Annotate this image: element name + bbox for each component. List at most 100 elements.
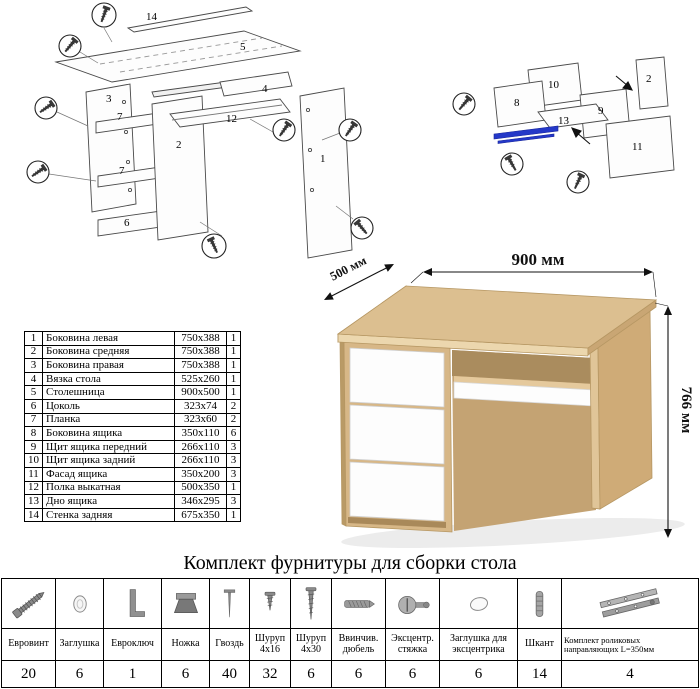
part-8-drawer-side (493, 80, 547, 128)
part-size: 750x388 (174, 331, 227, 346)
part-label: 12 (226, 113, 237, 125)
hardware-col: Заглушка для эксцентрика 6 (440, 579, 518, 687)
hex-key-icon (104, 579, 161, 629)
part-qty: 1 (226, 358, 241, 373)
wood-dowel-icon (518, 579, 561, 629)
hardware-col: Гвоздь 40 (210, 579, 250, 687)
hardware-col: Ножка 6 (162, 579, 210, 687)
part-label: 4 (262, 83, 268, 95)
hardware-col: Ввинчив. дюбель 6 (332, 579, 386, 687)
part-label: 5 (240, 41, 246, 53)
part-number: 3 (24, 358, 43, 373)
part-number: 7 (24, 412, 43, 428)
part-qty: 1 (226, 385, 241, 400)
hardware-qty: 6 (474, 665, 483, 682)
part-name: Планка (42, 412, 175, 428)
cam-lock-icon (386, 579, 439, 629)
hardware-qty: 6 (75, 665, 84, 682)
part-label: 8 (514, 97, 520, 109)
hardware-name: Гвоздь (210, 629, 249, 661)
part-qty: 3 (226, 453, 241, 468)
hardware-qty: 14 (532, 665, 547, 682)
dimension-width: 900 мм (410, 250, 657, 298)
part-label: 11 (632, 141, 643, 153)
hardware-name: Ножка (162, 629, 209, 661)
part-number: 13 (24, 494, 43, 509)
part-qty: 3 (226, 466, 241, 482)
hardware-name: Евроключ (104, 629, 161, 661)
hardware-name: Комплект роликовых направляющих L=350мм (562, 629, 698, 661)
hardware-qty: 4 (626, 665, 634, 682)
part-name: Фасад ящика (42, 466, 175, 482)
exploded-diagram-desk: 14 5 3 7 2 4 12 7 6 1 (26, 2, 374, 259)
part-size: 900x500 (174, 385, 227, 400)
hardware-name: Эксцентр. стяжка (386, 629, 439, 661)
hardware-qty: 20 (21, 665, 36, 682)
part-label: 2 (176, 139, 182, 151)
desktop (336, 285, 658, 357)
part-name: Цоколь (42, 398, 175, 414)
part-size: 500x350 (174, 480, 227, 496)
hardware-col: Комплект роликовых направляющих L=350мм … (562, 579, 698, 687)
part-qty: 1 (226, 507, 241, 523)
kneehole (452, 350, 596, 531)
part-number: 12 (24, 480, 43, 496)
hardware-col: Шуруп 4х16 32 (250, 579, 291, 687)
part-11-drawer-front (605, 115, 675, 179)
part-label: 3 (106, 93, 112, 105)
part-2-panel-edge (635, 56, 669, 110)
part-5-desktop (54, 30, 302, 83)
width-label: 900 мм (512, 250, 565, 269)
part-number: 5 (24, 385, 43, 400)
depth-label: 500 мм (328, 253, 369, 283)
part-1-right-side (299, 87, 353, 259)
part-label: 2 (646, 73, 652, 85)
part-name: Дно ящика (42, 494, 175, 509)
part-qty: 6 (226, 426, 241, 441)
part-name: Вязка стола (42, 371, 175, 387)
hardware-qty: 6 (307, 665, 315, 682)
part-12-pullout-shelf (169, 98, 291, 128)
part-qty: 1 (226, 480, 241, 496)
desk-render: 900 мм 500 мм 766 мм (324, 250, 694, 548)
hardware-table: Евровинт 20 Заглушка 6 Евроключ 1 (1, 578, 699, 688)
hardware-title: Комплект фурнитуры для сборки стола (183, 552, 517, 574)
roller-slides-icon (562, 579, 698, 629)
hardware-qty: 32 (262, 665, 278, 682)
leader-lines (48, 27, 354, 237)
hardware-col: Шкант 14 (518, 579, 562, 687)
hardware-col: Евровинт 20 (2, 579, 56, 687)
part-size: 350x200 (174, 466, 227, 482)
part-qty: 2 (226, 398, 241, 414)
part-qty: 3 (226, 494, 241, 509)
desk-parts-outlines (54, 6, 353, 259)
floor-shadow (341, 518, 685, 548)
part-label: 1 (320, 153, 326, 165)
hardware-col: Шуруп 4х30 6 (291, 579, 332, 687)
part-label: 7 (119, 165, 125, 177)
part-number: 11 (24, 466, 43, 482)
part-size: 346x295 (174, 494, 227, 509)
screw-4x30-icon (291, 579, 331, 629)
part-size: 525x260 (174, 371, 227, 387)
part-label: 14 (146, 11, 158, 23)
nail-icon (210, 579, 249, 629)
part-14-back-wall (126, 6, 254, 33)
part-4-tie (219, 71, 293, 97)
part-name: Столешница (42, 385, 175, 400)
assembly-arrows (570, 75, 634, 145)
part-size: 350x110 (174, 426, 227, 441)
hardware-name: Шкант (518, 629, 561, 661)
